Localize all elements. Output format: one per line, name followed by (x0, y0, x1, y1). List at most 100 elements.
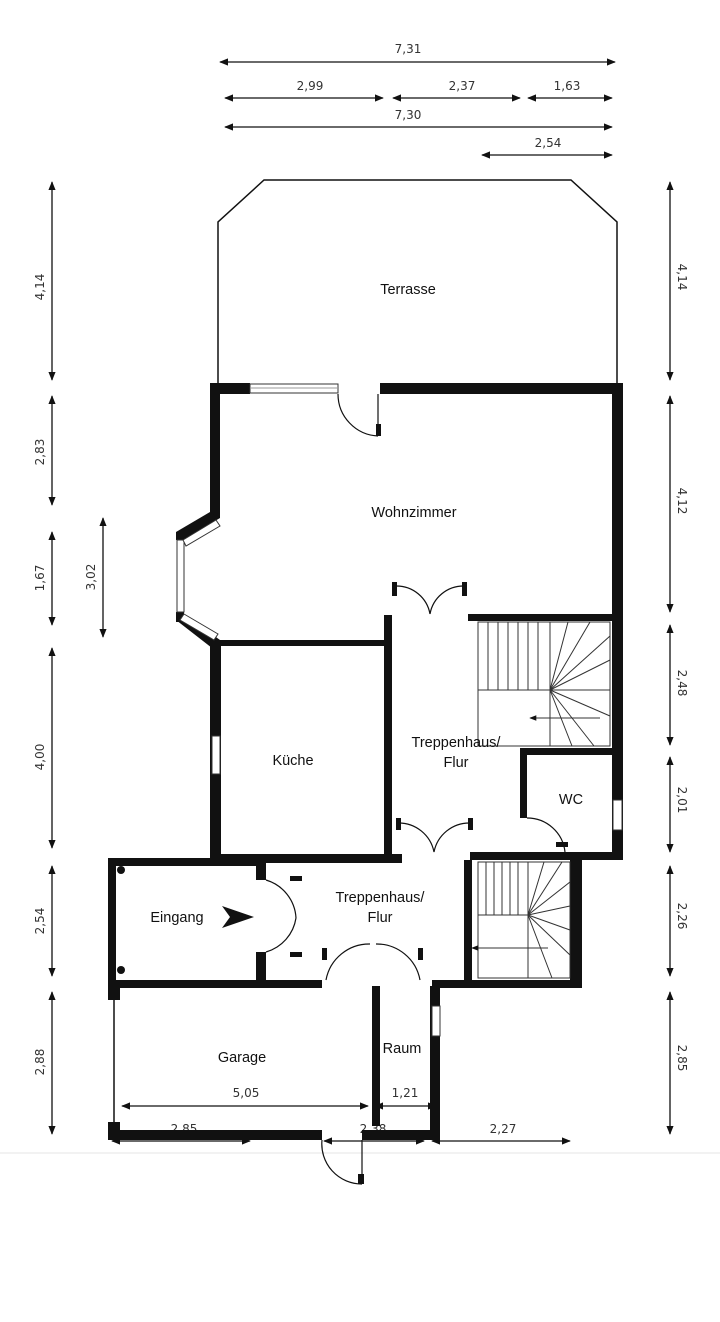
wall-segment (468, 614, 618, 621)
wall-segment (520, 748, 617, 755)
wall-segment (384, 615, 392, 860)
dim-label: 1,63 (554, 79, 581, 93)
terrace-outline (217, 179, 618, 384)
door-swing (325, 943, 421, 981)
upper-staircase (477, 621, 611, 747)
dim-label: 7,30 (395, 108, 422, 122)
dim-label: 7,31 (395, 42, 422, 56)
dim-label: 2,88 (33, 1049, 47, 1076)
door-jamb (290, 952, 302, 957)
wall-segment (108, 1130, 322, 1140)
wall-segment (570, 858, 582, 988)
wall-segment (256, 858, 266, 880)
window (612, 799, 623, 831)
dim-label: 4,14 (675, 264, 689, 291)
window (211, 735, 221, 775)
top-dimensions: 7,31 2,99 2,37 1,63 7,30 2,54 (219, 42, 616, 159)
dim-label: 1,21 (392, 1086, 419, 1100)
bottom-dimensions: 5,05 1,21 2,85 2,38 2,27 (111, 1086, 571, 1145)
room-label-flur-upper: Flur (444, 755, 469, 771)
stair-outline (477, 861, 571, 979)
dim-label: 2,99 (297, 79, 324, 93)
stair-step (527, 914, 553, 979)
room-label-garage: Garage (218, 1050, 266, 1066)
wall-segment (108, 858, 266, 866)
stair-step (527, 881, 571, 916)
dim-label: 5,05 (233, 1086, 260, 1100)
entrance-arrow-icon (222, 906, 254, 928)
wall-segment (210, 383, 220, 518)
dim-label: 2,54 (535, 136, 562, 150)
door-swing (321, 1139, 363, 1185)
left-dimensions: 4,14 2,83 1,67 3,02 4,00 2,54 2,88 (33, 181, 107, 1135)
door-swing (397, 822, 471, 853)
door-jamb (556, 842, 568, 847)
room-labels: Terrasse Wohnzimmer Küche Treppenhaus/ F… (150, 282, 583, 1066)
dim-label: 2,26 (675, 903, 689, 930)
wall-segment (256, 952, 266, 986)
room-label-flur-lower: Flur (368, 910, 393, 926)
wall-segment (372, 986, 380, 1126)
wall-segment (220, 640, 392, 646)
door-swing (337, 393, 379, 437)
stair-step (549, 635, 611, 691)
room-label-wohnzimmer: Wohnzimmer (371, 505, 456, 521)
room-label-raum: Raum (383, 1041, 422, 1057)
room-label-wc: WC (559, 792, 583, 808)
door-jamb (376, 424, 381, 436)
dim-label: 3,02 (84, 564, 98, 591)
room-label-terrasse: Terrasse (380, 282, 436, 298)
wall-segment (176, 532, 184, 540)
doors (265, 393, 568, 1185)
door-jamb (322, 948, 327, 960)
dim-label: 2,48 (675, 670, 689, 697)
wall-segment (432, 980, 582, 988)
wall-segment (176, 512, 220, 540)
stair-step (549, 689, 611, 717)
door-swing (395, 585, 465, 615)
wall-segment (520, 748, 527, 818)
dim-label: 4,00 (33, 744, 47, 771)
walls (108, 383, 623, 1140)
room-label-kueche: Küche (272, 753, 313, 769)
stair-step (549, 659, 611, 691)
door-jamb (468, 818, 473, 830)
room-label-treppenhaus-upper: Treppenhaus/ (412, 735, 502, 751)
pillar-dot (117, 966, 125, 974)
stair-step (527, 914, 571, 931)
dim-label: 4,12 (675, 488, 689, 515)
dim-label: 2,37 (449, 79, 476, 93)
door-swing (265, 879, 297, 953)
wall-segment (464, 860, 472, 985)
footer-band (0, 1152, 720, 1154)
stair-step (527, 914, 571, 956)
dim-label: 1,67 (33, 565, 47, 592)
room-label-eingang: Eingang (150, 910, 203, 926)
wall-segment (430, 986, 440, 1140)
room-label-treppenhaus-lower: Treppenhaus/ (336, 890, 426, 906)
stair-step (549, 621, 591, 691)
wall-segment (210, 383, 250, 394)
door-jamb (358, 1174, 364, 1184)
door-jamb (290, 876, 302, 881)
stair-step (527, 861, 545, 916)
dim-label: 4,14 (33, 274, 47, 301)
stair-step (527, 905, 571, 916)
dim-label: 2,85 (675, 1045, 689, 1072)
dim-label: 2,27 (490, 1122, 517, 1136)
window (176, 539, 185, 613)
wall-segment (108, 980, 322, 988)
right-dimensions: 4,14 4,12 2,48 2,01 2,26 2,85 (666, 181, 689, 1135)
wall-segment (380, 383, 622, 394)
dim-label: 2,83 (33, 439, 47, 466)
door-jamb (418, 948, 423, 960)
wall-segment (108, 858, 116, 988)
pillar-dot (117, 866, 125, 874)
door-jamb (462, 582, 467, 596)
window (431, 1005, 441, 1037)
wall-segment (362, 1130, 440, 1140)
stair-step (549, 621, 569, 691)
wall-segment (210, 854, 402, 863)
lower-staircase (471, 861, 571, 979)
